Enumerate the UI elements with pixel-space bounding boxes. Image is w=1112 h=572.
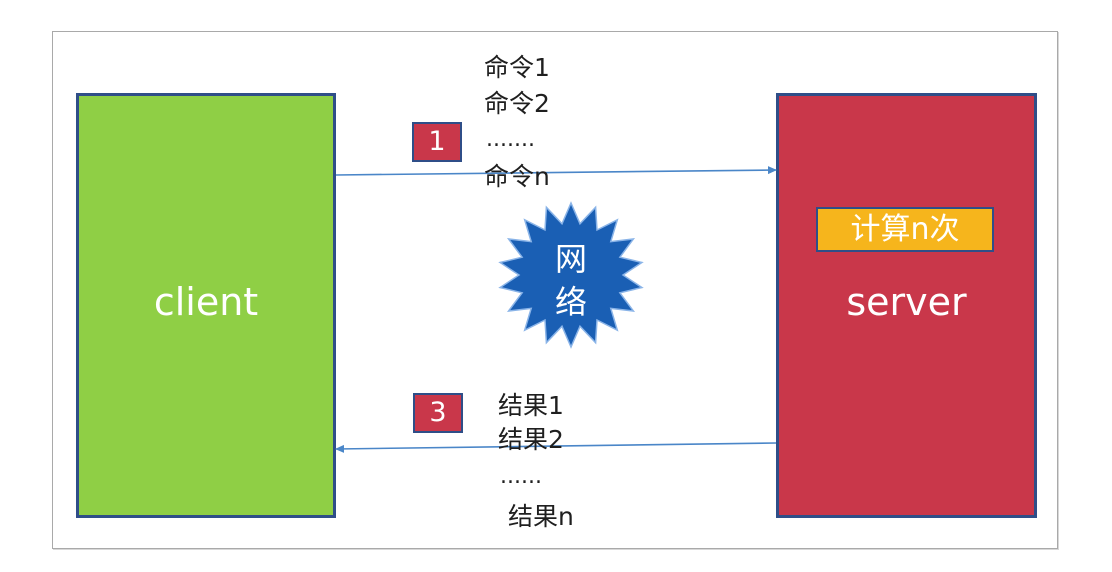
request-line-1: 命令1 — [484, 53, 550, 82]
response-line-2: 结果2 — [498, 425, 564, 454]
step-3-badge: 3 — [413, 393, 463, 433]
response-line-4: 结果n — [508, 502, 574, 531]
response-line-1: 结果1 — [498, 391, 564, 420]
network-char-1: 网 — [554, 240, 587, 278]
request-line-3: ....... — [486, 127, 535, 152]
request-line-2: 命令2 — [484, 89, 550, 118]
server-box: server — [776, 93, 1037, 518]
client-box: client — [76, 93, 336, 518]
step-1-badge: 1 — [412, 122, 462, 162]
network-char-2: 络 — [554, 283, 587, 321]
compute-badge: 计算n次 — [816, 207, 994, 252]
client-label: client — [153, 279, 259, 324]
network-starburst-icon — [498, 201, 644, 349]
response-line-3: ...... — [500, 464, 542, 489]
request-line-4: 命令n — [484, 162, 550, 191]
server-label: server — [846, 279, 967, 324]
